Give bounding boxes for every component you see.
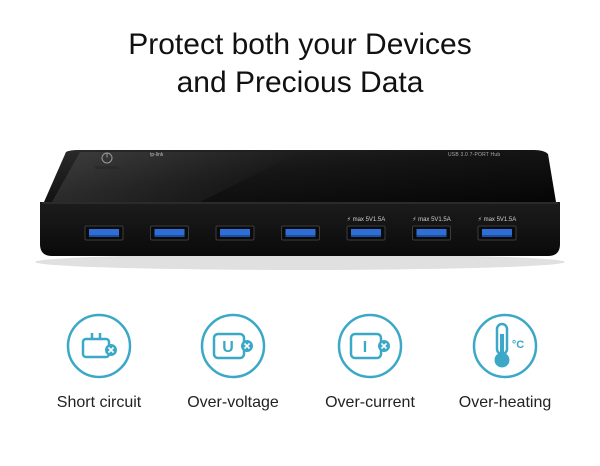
feature-label: Over-heating bbox=[458, 394, 552, 411]
over-voltage-glyph: U bbox=[222, 339, 234, 356]
thermometer-icon: °C bbox=[472, 313, 538, 379]
hub-top-shine bbox=[52, 152, 300, 202]
feature-label: Over-current bbox=[325, 394, 415, 411]
hub-shadow bbox=[35, 254, 565, 270]
usb-port-4 bbox=[281, 225, 320, 241]
usb-hub-illustration bbox=[35, 150, 565, 270]
feature-over-current: I Over-current bbox=[300, 312, 440, 412]
hub-brand-logo: tp-link bbox=[150, 152, 164, 158]
usb-port-6 bbox=[412, 225, 451, 241]
over-voltage-icon: U bbox=[200, 313, 266, 379]
protection-features: Short circuit U Over-voltage I Over-curr… bbox=[0, 312, 600, 422]
short-circuit-icon bbox=[66, 313, 132, 379]
over-current-icon: I bbox=[337, 313, 403, 379]
headline: Protect both your Devices and Precious D… bbox=[0, 26, 600, 102]
headline-line-1: Protect both your Devices bbox=[128, 28, 472, 61]
feature-over-heating: °C Over-heating bbox=[435, 312, 575, 412]
hub-spec-text: USB 3.0 7-PORT Hub bbox=[448, 152, 501, 158]
celsius-glyph: °C bbox=[512, 339, 524, 351]
charge-port-label: ⚡ max 5V1.5A bbox=[412, 217, 451, 223]
usb-port-7 bbox=[477, 225, 517, 241]
headline-line-2: and Precious Data bbox=[176, 66, 424, 99]
feature-label: Over-voltage bbox=[187, 394, 279, 411]
over-current-glyph: I bbox=[363, 339, 367, 356]
charge-port-label: ⚡ max 5V1.5A bbox=[346, 217, 386, 223]
usb-port-2 bbox=[150, 225, 189, 241]
feature-over-voltage: U Over-voltage bbox=[163, 312, 303, 412]
usb-port-3 bbox=[215, 225, 255, 241]
charge-port-label: ⚡ max 5V1.5A bbox=[477, 217, 517, 223]
feature-label: Short circuit bbox=[56, 394, 142, 411]
power-button-icon bbox=[95, 152, 119, 169]
usb-hub-product: tp-link USB 3.0 7-PORT Hub ⚡ max 5V1.5A ⚡… bbox=[0, 140, 600, 290]
usb-port-5 bbox=[346, 225, 386, 241]
usb-port-1 bbox=[84, 225, 124, 241]
feature-short-circuit: Short circuit bbox=[29, 312, 169, 412]
